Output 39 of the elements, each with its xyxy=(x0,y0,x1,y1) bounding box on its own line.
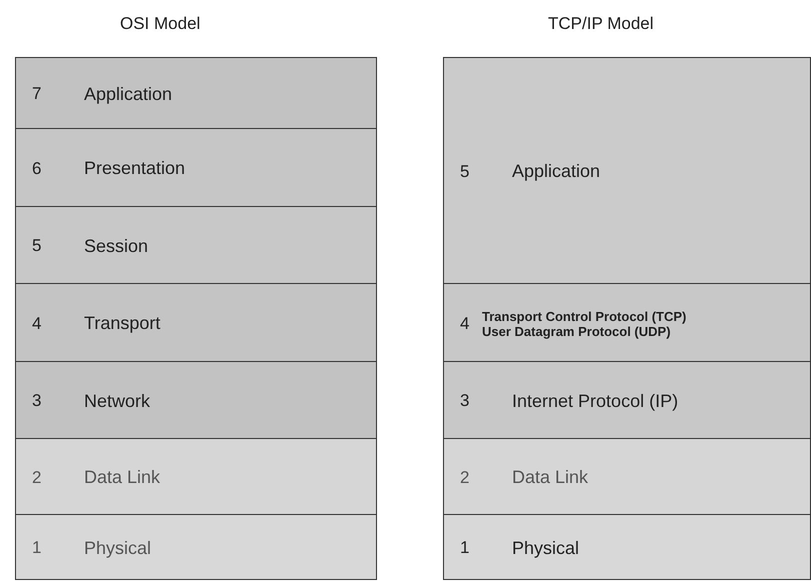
layer-name: Network xyxy=(84,390,150,412)
layer-row xyxy=(443,514,811,580)
column-heading: TCP/IP Model xyxy=(548,14,654,34)
protocol-name: Transport Control Protocol (TCP) xyxy=(482,308,686,324)
layer-name: Transport xyxy=(84,313,160,334)
layer-number: 3 xyxy=(460,391,470,411)
layer-number: 2 xyxy=(460,468,470,488)
layer-name: Internet Protocol (IP) xyxy=(512,390,678,412)
layer-row xyxy=(15,206,377,284)
layer-number: 5 xyxy=(32,236,42,256)
layer-number: 4 xyxy=(460,314,470,334)
layer-name: Data Link xyxy=(512,467,588,488)
layer-name: Data Link xyxy=(84,467,160,488)
layer-row xyxy=(443,283,811,362)
layer-name: Physical xyxy=(512,538,580,558)
layer-name: Physical xyxy=(84,538,152,558)
layer-number: 6 xyxy=(32,158,42,178)
layer-number: 3 xyxy=(32,391,42,411)
layer-row xyxy=(15,128,377,207)
layer-number: 7 xyxy=(32,84,42,104)
layer-row xyxy=(15,361,377,439)
layer-number: 4 xyxy=(32,314,42,334)
layer-row xyxy=(15,283,377,362)
layer-name: Presentation xyxy=(84,158,186,179)
layer-row xyxy=(15,438,377,515)
layer-row xyxy=(443,57,811,284)
layer-row xyxy=(15,57,377,129)
column-heading: OSI Model xyxy=(120,14,200,34)
protocol-name: User Datagram Protocol (UDP) xyxy=(482,324,671,338)
layer-number: 2 xyxy=(32,468,42,488)
layer-name: Session xyxy=(84,236,148,256)
layer-name: Application xyxy=(84,84,172,104)
layer-row xyxy=(443,361,811,439)
layer-name: Application xyxy=(512,161,600,182)
layer-number: 5 xyxy=(460,162,470,182)
layer-number: 1 xyxy=(32,538,42,558)
layer-row xyxy=(443,438,811,515)
layer-row xyxy=(15,514,377,580)
layer-number: 1 xyxy=(460,538,470,558)
